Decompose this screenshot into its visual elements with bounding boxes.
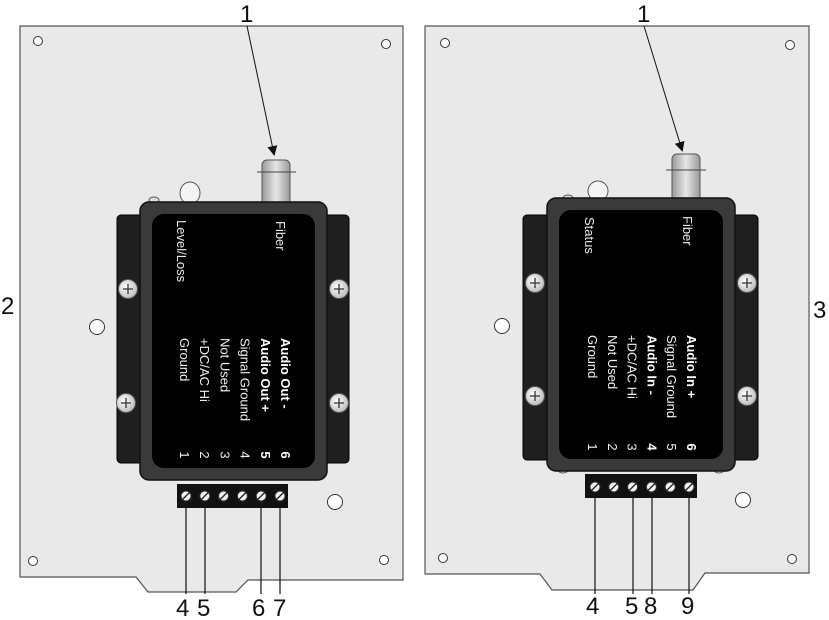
callout-5: 5 — [625, 593, 638, 620]
terminal-screw-icon — [218, 490, 230, 502]
terminal-screw-icon — [180, 490, 192, 502]
terminal-label: Ground — [177, 338, 192, 381]
terminal-number: 3 — [217, 451, 232, 458]
terminal-screw-icon — [589, 481, 601, 493]
terminal-label: Signal Ground — [664, 335, 679, 418]
mount-hole — [379, 555, 389, 565]
terminal-label: Not Used — [605, 335, 620, 389]
terminal-label: Audio In - — [644, 335, 659, 395]
terminal-number: 6 — [278, 451, 293, 458]
led-label-fiber: Fiber — [273, 221, 288, 251]
callout-7: 7 — [273, 595, 286, 620]
terminal-label: Audio In + — [684, 335, 699, 399]
callout-8: 8 — [644, 593, 657, 620]
terminal-screw-icon — [199, 490, 211, 502]
callout-2: 2 — [1, 293, 14, 320]
right-terminal-block — [585, 474, 697, 498]
led-icon — [179, 181, 201, 205]
terminal-screw-icon — [608, 481, 620, 493]
mount-hole — [327, 494, 343, 510]
terminal-number: 4 — [644, 443, 659, 451]
fiber-connector-icon — [671, 153, 701, 203]
terminal-screw-icon — [627, 481, 639, 493]
terminal-screw-icon — [683, 481, 695, 493]
left-module-face — [152, 214, 315, 468]
screw-icon — [737, 273, 757, 293]
terminal-label: +DC/AC Hi — [625, 335, 640, 399]
terminal-screw-icon — [274, 490, 286, 502]
screw-icon — [116, 393, 136, 413]
led-label-fiber: Fiber — [680, 216, 695, 246]
led-label-level-loss: Level/Loss — [174, 220, 189, 283]
mount-hole — [33, 36, 43, 46]
terminal-number: 1 — [585, 443, 600, 450]
mount-hole — [735, 492, 751, 508]
screw-icon — [737, 386, 757, 406]
mount-hole — [785, 40, 795, 50]
terminal-number: 2 — [605, 443, 620, 450]
terminal-screw-icon — [255, 490, 267, 502]
terminal-number: 6 — [684, 443, 699, 450]
right-module-face — [559, 210, 723, 459]
terminal-screw-icon — [645, 481, 657, 493]
left-terminal-labels: Ground 1 +DC/AC Hi 2 Not Used 3 Signal Ground 4… — [177, 338, 293, 459]
led-label-status: Status — [582, 217, 597, 254]
callout-1: 1 — [637, 1, 650, 28]
terminal-number: 1 — [177, 451, 192, 458]
terminal-label: Signal Ground — [238, 338, 253, 421]
right-terminal-labels: Ground 1 Not Used 2 +DC/AC Hi 3 Audio In - 4 Sig… — [585, 335, 699, 451]
screw-icon — [525, 273, 545, 293]
terminal-screw-icon — [236, 490, 248, 502]
terminal-number: 5 — [664, 443, 679, 450]
callout-5: 5 — [197, 595, 210, 620]
callout-9: 9 — [681, 593, 694, 620]
terminal-screw-icon — [664, 481, 676, 493]
terminal-label: Ground — [585, 335, 600, 378]
callout-arrow — [246, 25, 278, 156]
callout-3: 3 — [813, 297, 826, 324]
terminal-label: Audio Out + — [258, 338, 273, 412]
callout-6: 6 — [252, 595, 265, 620]
screw-icon — [329, 279, 349, 299]
mount-hole — [438, 553, 448, 563]
terminal-number: 2 — [197, 451, 212, 458]
terminal-number: 5 — [258, 451, 273, 458]
callout-4: 4 — [586, 593, 599, 620]
mount-hole — [381, 39, 391, 49]
mount-hole — [787, 554, 797, 564]
mount-hole — [494, 318, 510, 334]
screw-icon — [525, 386, 545, 406]
callout-4: 4 — [176, 595, 189, 620]
callout-1: 1 — [240, 1, 253, 28]
screw-icon — [118, 279, 138, 299]
screw-icon — [329, 393, 349, 413]
left-terminal-block — [177, 484, 288, 508]
terminal-number: 4 — [238, 451, 253, 458]
terminal-label: Not Used — [217, 338, 232, 392]
callout-arrow — [643, 25, 685, 152]
mount-hole — [28, 556, 38, 566]
mount-hole — [89, 319, 105, 335]
terminal-number: 3 — [625, 443, 640, 450]
terminal-label: +DC/AC Hi — [197, 338, 212, 402]
terminal-label: Audio Out - — [278, 338, 293, 409]
mount-hole — [440, 38, 450, 48]
fiber-connector-icon — [261, 159, 291, 207]
